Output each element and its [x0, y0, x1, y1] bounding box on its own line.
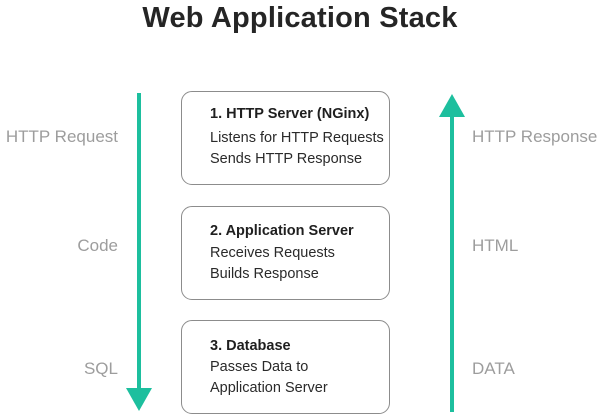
diagram-title: Web Application Stack: [142, 2, 458, 34]
box-line: Listens for HTTP Requests: [210, 130, 384, 146]
box-line: Builds Response: [210, 266, 319, 282]
box-heading: 3. Database: [210, 338, 291, 354]
right-label-http-response: HTTP Response: [472, 127, 598, 146]
response-arrow: [439, 94, 465, 412]
request-arrow: [126, 93, 152, 411]
left-label-sql: SQL: [83, 359, 118, 378]
database-box: 3. Database Passes Data to Application S…: [181, 320, 390, 414]
request-arrow-head: [126, 388, 152, 411]
box-heading: 1. HTTP Server (NGinx): [210, 106, 370, 122]
right-label-html: HTML: [472, 236, 519, 255]
box-line: Receives Requests: [210, 245, 335, 261]
left-label-http-request: HTTP Request: [5, 127, 118, 146]
box-line: Sends HTTP Response: [210, 151, 363, 167]
box-line: Passes Data to: [210, 359, 309, 375]
box-heading: 2. Application Server: [210, 223, 354, 239]
left-label-code: Code: [77, 236, 118, 255]
http-server-box: 1. HTTP Server (NGinx) Listens for HTTP …: [181, 91, 390, 185]
application-server-box: 2. Application Server Receives Requests …: [181, 206, 390, 300]
response-arrow-head: [439, 94, 465, 117]
right-label-data: DATA: [472, 359, 515, 378]
box-line: Application Server: [210, 380, 328, 396]
